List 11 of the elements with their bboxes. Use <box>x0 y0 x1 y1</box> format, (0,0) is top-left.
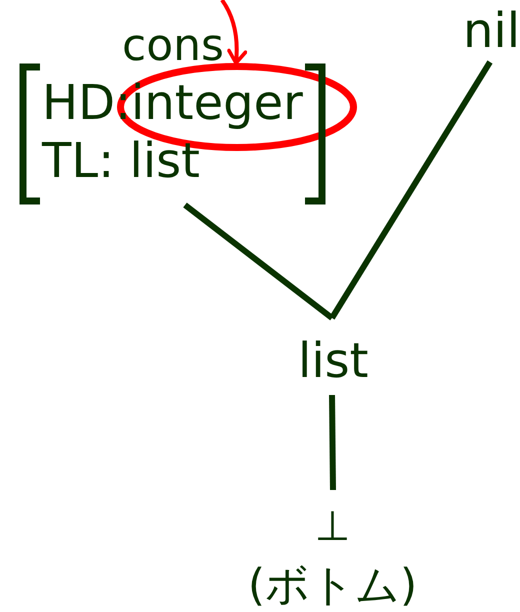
type-name: (ボトム) <box>246 564 418 608</box>
feature-line: TL: list <box>42 137 200 185</box>
type-name: cons <box>122 24 224 68</box>
feature-value: integer <box>131 79 303 127</box>
connector-line <box>183 202 334 320</box>
connector-line <box>329 60 493 320</box>
bottom-symbol: ⊥ <box>314 506 352 547</box>
type-name: list <box>298 337 368 385</box>
connector-line <box>329 394 336 490</box>
type-name: nil <box>463 7 520 55</box>
arrow <box>220 0 248 65</box>
